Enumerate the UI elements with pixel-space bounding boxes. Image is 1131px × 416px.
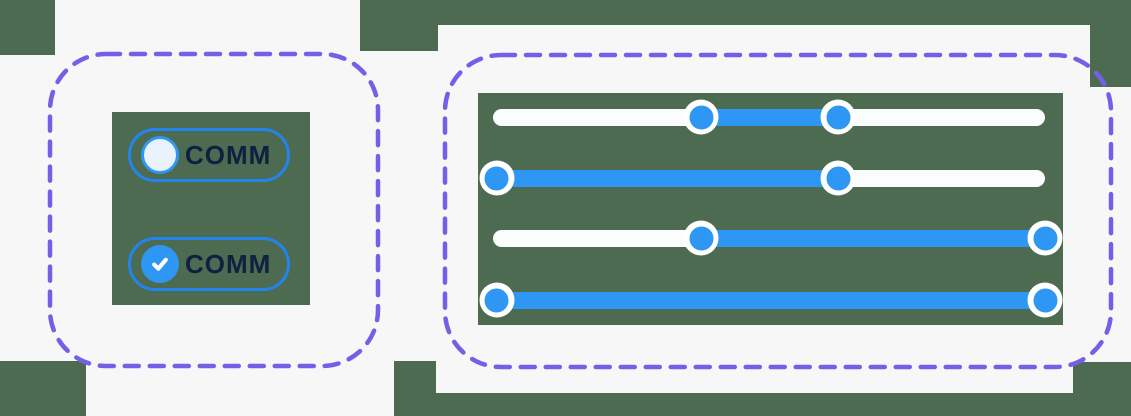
slider-handle-dot: [1033, 288, 1057, 312]
toggle-label: COMM: [185, 139, 272, 170]
slider-fill: [701, 108, 838, 126]
slider-fill: [493, 169, 838, 187]
green-backdrop-patch: [438, 0, 1131, 25]
slider-handle-dot: [826, 105, 850, 129]
toggle-pill-unchecked[interactable]: COMM: [128, 128, 290, 182]
slider-handle[interactable]: [820, 160, 856, 196]
check-icon: [152, 257, 168, 271]
range-slider-4: [479, 282, 1063, 318]
slider-handle-dot: [1033, 226, 1057, 250]
green-backdrop-patch: [360, 0, 438, 51]
slider-handle-dot: [689, 105, 714, 129]
slider-handle[interactable]: [1027, 220, 1063, 256]
range-slider-1: [493, 99, 1045, 135]
slider-handle[interactable]: [479, 282, 515, 318]
slider-handle[interactable]: [683, 99, 719, 135]
toggle-pill-checked[interactable]: COMM: [128, 237, 290, 291]
slider-fill: [701, 229, 1045, 247]
slider-handle-dot: [484, 288, 509, 312]
slider-handle-dot: [484, 166, 509, 190]
slider-handle[interactable]: [683, 220, 719, 256]
toggle-knob-on[interactable]: [141, 245, 179, 283]
green-backdrop-patch: [1073, 362, 1131, 393]
green-backdrop-patch: [394, 361, 436, 416]
slider-handle-dot: [826, 166, 850, 190]
slider-illustration-panel: [478, 93, 1063, 325]
toggle-label: COMM: [185, 248, 272, 279]
slider-handle[interactable]: [1027, 282, 1063, 318]
range-slider-2: [479, 160, 1045, 196]
toggle-illustration-panel: COMM COMM: [112, 112, 310, 305]
green-backdrop-patch: [1090, 25, 1131, 87]
toggle-knob-off[interactable]: [141, 136, 179, 174]
green-backdrop-patch: [436, 393, 1131, 416]
slider-handle[interactable]: [479, 160, 515, 196]
green-backdrop-patch: [0, 361, 86, 416]
slider-fill: [493, 291, 1045, 309]
green-backdrop-patch: [0, 0, 55, 55]
slider-handle-dot: [689, 226, 714, 250]
range-slider-3: [493, 220, 1063, 256]
slider-handle[interactable]: [820, 99, 856, 135]
